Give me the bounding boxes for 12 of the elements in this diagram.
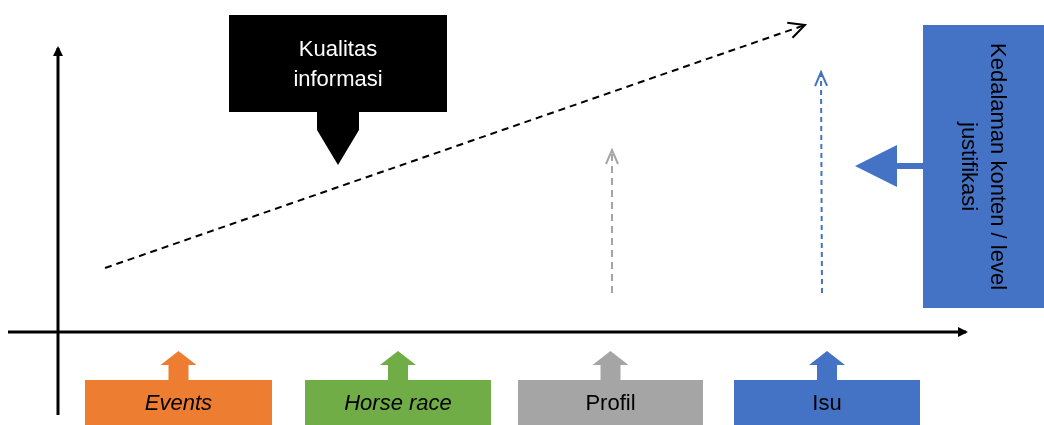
callout-box — [229, 15, 447, 165]
callout-label: Profil — [585, 388, 636, 417]
callout-box — [855, 25, 1044, 308]
callout-label: Events — [144, 388, 213, 417]
callout-box — [85, 351, 272, 425]
callout-label: Isu — [812, 388, 842, 417]
callout-label: Kualitas informasi — [292, 34, 384, 93]
callout-box — [518, 351, 703, 425]
callout-box — [734, 351, 920, 425]
callout-box — [305, 351, 491, 425]
callout-label: Horse race — [344, 388, 452, 417]
callout-label: Kedalaman konten / level justifikasi — [955, 41, 1013, 293]
